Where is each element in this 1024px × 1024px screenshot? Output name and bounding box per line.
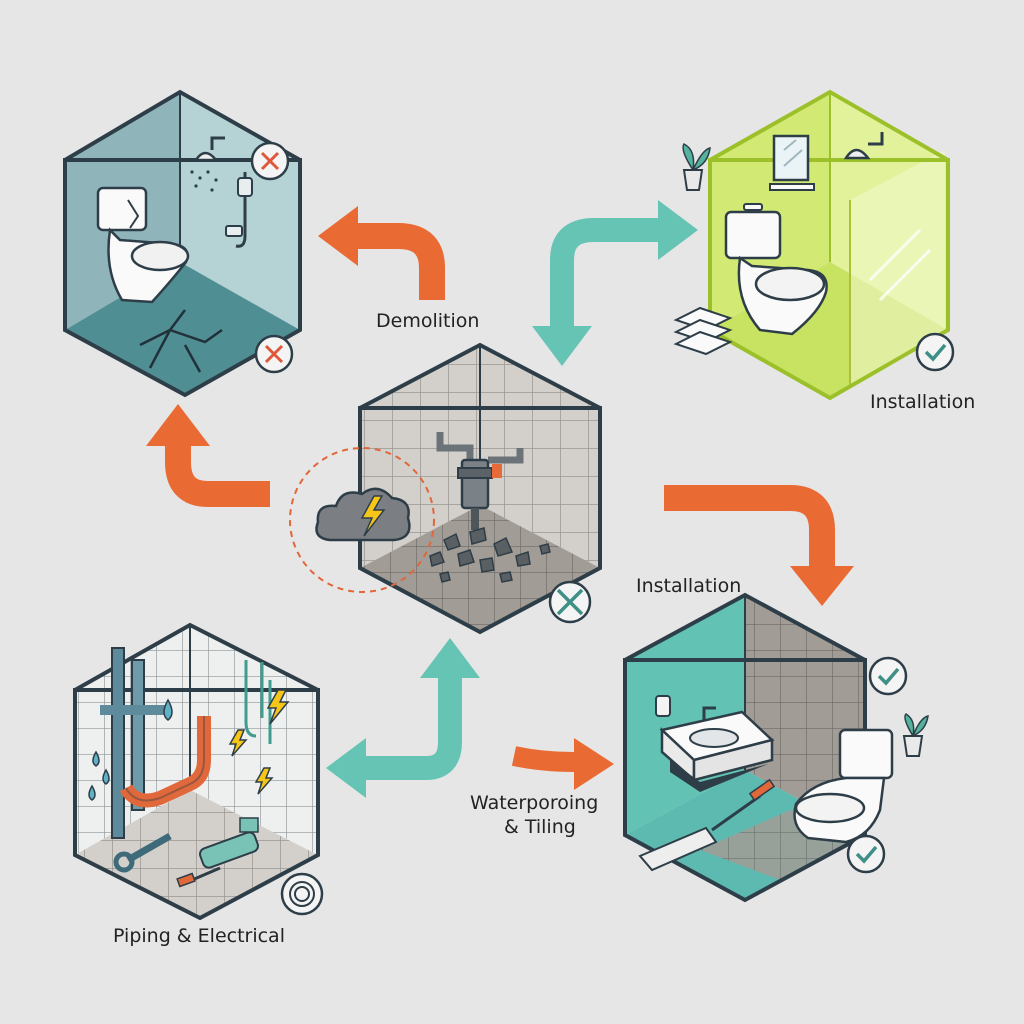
label-demolition: Demolition bbox=[376, 309, 479, 333]
finished-bathroom-room bbox=[676, 92, 953, 398]
arrow-center-to-damaged bbox=[146, 404, 270, 494]
label-waterproofing-line2: & Tiling bbox=[470, 815, 620, 839]
label-installation-top: Installation bbox=[870, 390, 975, 414]
arrow-to-waterproofing-room bbox=[514, 738, 614, 790]
check-icon bbox=[870, 658, 906, 694]
demolition-room bbox=[360, 345, 600, 632]
label-installation-mid: Installation bbox=[636, 574, 741, 598]
towel-icon bbox=[676, 308, 730, 354]
label-waterproofing-line1: Waterporoing bbox=[470, 791, 620, 815]
plant-icon bbox=[904, 714, 928, 756]
label-waterproofing-tiling: Waterporoing & Tiling bbox=[470, 791, 620, 839]
cross-icon bbox=[256, 336, 292, 372]
arrow-center-to-finished bbox=[532, 200, 698, 366]
wrench-screwdriver-icon bbox=[550, 582, 590, 622]
waterproofing-room bbox=[625, 595, 928, 900]
check-icon bbox=[917, 334, 953, 370]
label-piping-electrical: Piping & Electrical bbox=[113, 924, 285, 948]
plant-icon bbox=[683, 144, 710, 190]
arrow-piping-to-center bbox=[326, 638, 480, 798]
arrow-demolition-to-damaged bbox=[318, 206, 432, 300]
damaged-bathroom-room bbox=[65, 92, 300, 395]
wire-coil-icon bbox=[282, 874, 322, 914]
check-icon bbox=[848, 836, 884, 872]
cross-icon bbox=[252, 143, 288, 179]
piping-electrical-room bbox=[75, 625, 322, 918]
